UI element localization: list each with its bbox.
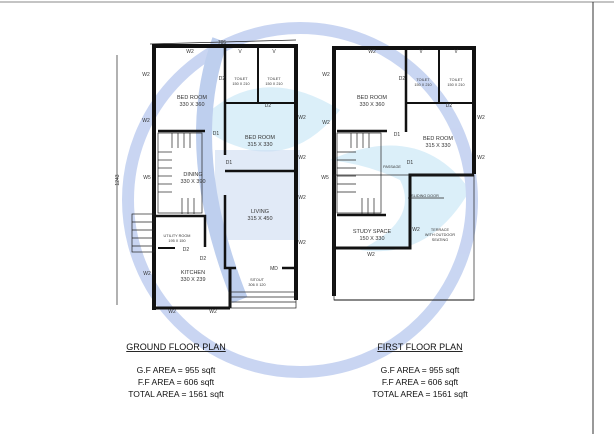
svg-text:V: V	[419, 49, 423, 55]
svg-text:D2: D2	[265, 103, 272, 109]
svg-text:D2: D2	[399, 76, 406, 82]
svg-text:W2: W2	[298, 195, 306, 201]
height-dimension: 1243	[115, 174, 121, 185]
svg-text:KITCHEN: KITCHEN	[181, 270, 205, 276]
width-dimension: 705	[218, 40, 227, 46]
svg-text:BED ROOM: BED ROOM	[357, 95, 387, 101]
svg-text:SEATING: SEATING	[432, 238, 448, 242]
svg-text:W2: W2	[186, 49, 194, 55]
gf-area-ff: G.F AREA = 955 sqft	[381, 365, 460, 375]
svg-text:D2: D2	[183, 247, 190, 253]
svg-text:W2: W2	[209, 309, 217, 315]
ground-floor-title: GROUND FLOOR PLAN	[126, 342, 226, 352]
svg-text:W2: W2	[477, 115, 485, 121]
svg-text:W2: W2	[368, 49, 376, 55]
svg-text:330 X 360: 330 X 360	[359, 102, 384, 108]
terrace-label: TERRACE WITH OUTDOOR SEATING	[425, 228, 455, 242]
svg-text:195 X 150: 195 X 150	[168, 239, 185, 243]
total-area-ff: TOTAL AREA = 1561 sqft	[372, 389, 468, 399]
svg-text:W2: W2	[142, 118, 150, 124]
svg-text:W2: W2	[143, 271, 151, 277]
svg-text:W2: W2	[298, 115, 306, 121]
svg-text:W5: W5	[143, 175, 151, 181]
svg-text:W5: W5	[321, 175, 329, 181]
svg-text:150 X 210: 150 X 210	[232, 82, 249, 86]
svg-text:V: V	[272, 49, 276, 55]
svg-text:D2: D2	[219, 76, 226, 82]
svg-text:D1: D1	[213, 131, 220, 137]
opening-tags: W2 V V W2 W2 W5 W2 D2 D2 W2 W2 D1 D1 W2 …	[142, 49, 306, 315]
svg-text:315 X 450: 315 X 450	[247, 216, 272, 222]
passage-label: PASSAGE	[383, 165, 401, 169]
svg-text:LIVING: LIVING	[251, 209, 269, 215]
svg-text:TOILET: TOILET	[267, 77, 281, 81]
svg-text:TOILET: TOILET	[416, 78, 430, 82]
svg-text:STUDY SPACE: STUDY SPACE	[353, 229, 392, 235]
svg-text:DINING: DINING	[183, 172, 202, 178]
svg-text:330 X 360: 330 X 360	[179, 102, 204, 108]
svg-text:W2: W2	[142, 72, 150, 78]
svg-text:315 X 330: 315 X 330	[247, 142, 272, 148]
svg-text:150 X 330: 150 X 330	[359, 236, 384, 242]
svg-text:W2: W2	[412, 227, 420, 233]
svg-text:UTILITY ROOM: UTILITY ROOM	[164, 234, 191, 238]
svg-text:V: V	[454, 49, 458, 55]
gf-area: G.F AREA = 955 sqft	[137, 365, 216, 375]
svg-text:TERRACE: TERRACE	[431, 228, 450, 232]
svg-text:D1: D1	[407, 160, 414, 166]
svg-text:W2: W2	[367, 252, 375, 258]
svg-text:W2: W2	[322, 72, 330, 78]
svg-text:150 X 210: 150 X 210	[265, 82, 282, 86]
svg-text:150 X 210: 150 X 210	[414, 83, 431, 87]
svg-text:W2: W2	[298, 155, 306, 161]
svg-text:150 X 210: 150 X 210	[447, 83, 464, 87]
svg-text:BED ROOM: BED ROOM	[423, 136, 453, 142]
svg-text:BED ROOM: BED ROOM	[245, 135, 275, 141]
first-floor-title: FIRST FLOOR PLAN	[377, 342, 462, 352]
svg-text:MD: MD	[270, 266, 278, 272]
svg-text:D2: D2	[200, 256, 207, 262]
width-dimension-line	[149, 39, 297, 45]
svg-text:W2: W2	[168, 309, 176, 315]
svg-text:330 X 239: 330 X 239	[180, 277, 205, 283]
total-area: TOTAL AREA = 1561 sqft	[128, 389, 224, 399]
svg-text:315 X 330: 315 X 330	[425, 143, 450, 149]
ff-area-ff: F.F AREA = 606 sqft	[382, 377, 459, 387]
svg-text:BED ROOM: BED ROOM	[177, 95, 207, 101]
svg-text:W2: W2	[322, 120, 330, 126]
ff-area: F.F AREA = 606 sqft	[138, 377, 215, 387]
svg-text:330 X 390: 330 X 390	[180, 179, 205, 185]
svg-text:D1: D1	[394, 132, 401, 138]
svg-text:WITH OUTDOOR: WITH OUTDOOR	[425, 233, 455, 237]
svg-text:W2: W2	[298, 240, 306, 246]
svg-text:D2: D2	[446, 103, 453, 109]
svg-text:D1: D1	[226, 160, 233, 166]
svg-text:W2: W2	[477, 155, 485, 161]
svg-text:306 X 120: 306 X 120	[248, 283, 265, 287]
sliding-door-label: SLIDING DOOR	[411, 194, 439, 198]
svg-text:V: V	[238, 49, 242, 55]
svg-text:SITOUT: SITOUT	[250, 278, 265, 282]
svg-text:TOILET: TOILET	[449, 78, 463, 82]
svg-text:TOILET: TOILET	[234, 77, 248, 81]
opening-tags-ff: W2 V V W2 W2 D2 D2 W2 W2 D1 D1 W5 W2 W2	[321, 49, 485, 258]
